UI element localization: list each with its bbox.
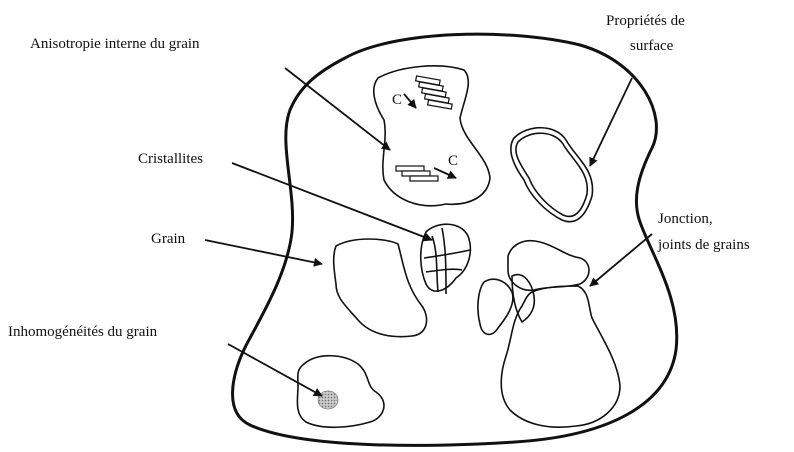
label-anisotropy: Anisotropie interne du grain — [30, 36, 200, 52]
label-junction-line2: joints de grains — [657, 237, 750, 253]
surface-grain-inner — [516, 133, 587, 216]
surface-pointer-arrow — [590, 78, 632, 166]
label-grain: Grain — [151, 231, 186, 247]
crystal-stack-upper — [416, 76, 453, 109]
axis-c-arrow-upper — [404, 94, 416, 108]
plain-grain — [334, 239, 427, 337]
crystallites-grain — [421, 224, 471, 294]
anisotropy-pointer-arrow — [285, 68, 390, 150]
label-junction-line1: Jonction, — [658, 211, 713, 227]
junction-pointer-arrow — [590, 234, 652, 286]
grain-pointer-arrow — [205, 240, 322, 264]
inhomogeneous-grain — [297, 356, 384, 428]
inhomogeneity-pointer-arrow — [228, 344, 322, 396]
label-surface-line2: surface — [630, 38, 674, 54]
joined-grains-cluster — [478, 241, 620, 427]
label-surface-line1: Propriétés de — [606, 13, 685, 29]
label-inhomogeneities: Inhomogénéités du grain — [8, 324, 158, 340]
label-crystallites: Cristallites — [138, 151, 203, 167]
crystal-stack-lower — [396, 166, 438, 181]
inhomogeneity-inclusion — [318, 391, 338, 409]
axis-c-label-lower: C — [448, 153, 458, 169]
axis-c-label-upper: C — [392, 92, 402, 108]
